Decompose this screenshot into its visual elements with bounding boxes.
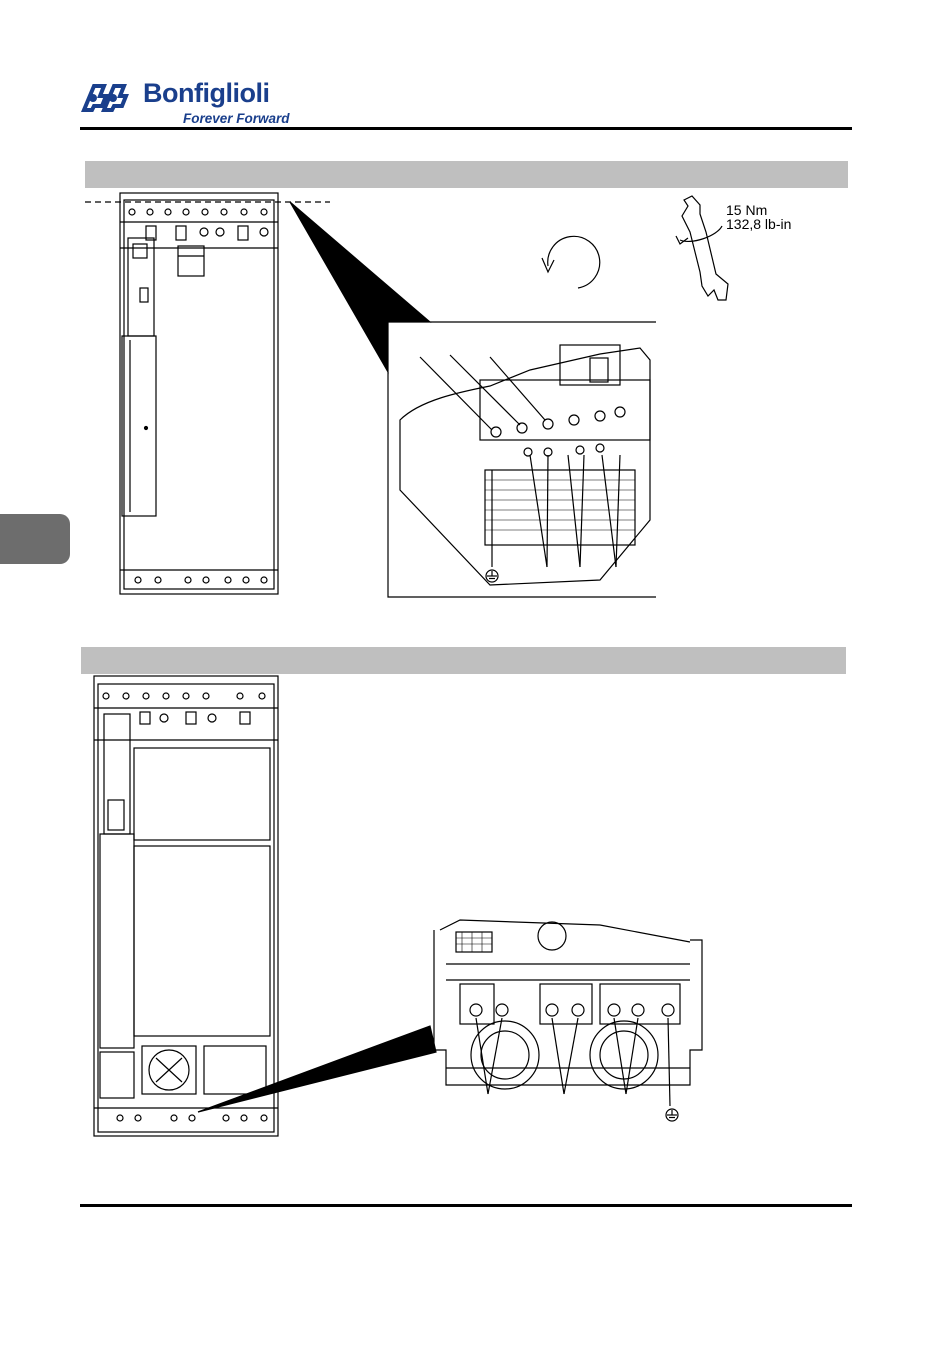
fan-icon	[142, 1046, 196, 1094]
terminal-detail-view-2	[434, 920, 702, 1106]
rotate-icon	[542, 236, 600, 288]
cabinet-front-view-1	[85, 193, 330, 594]
cabinet-front-view-2	[94, 676, 278, 1136]
terminal-detail-view-1	[388, 322, 656, 597]
wrench-icon	[676, 196, 728, 300]
zoom-callout-2	[198, 1026, 436, 1112]
footer-rule	[80, 1204, 852, 1207]
earth-ground-icon	[486, 570, 498, 582]
earth-ground-icon-2	[666, 1109, 678, 1121]
zoom-callout	[290, 202, 430, 372]
